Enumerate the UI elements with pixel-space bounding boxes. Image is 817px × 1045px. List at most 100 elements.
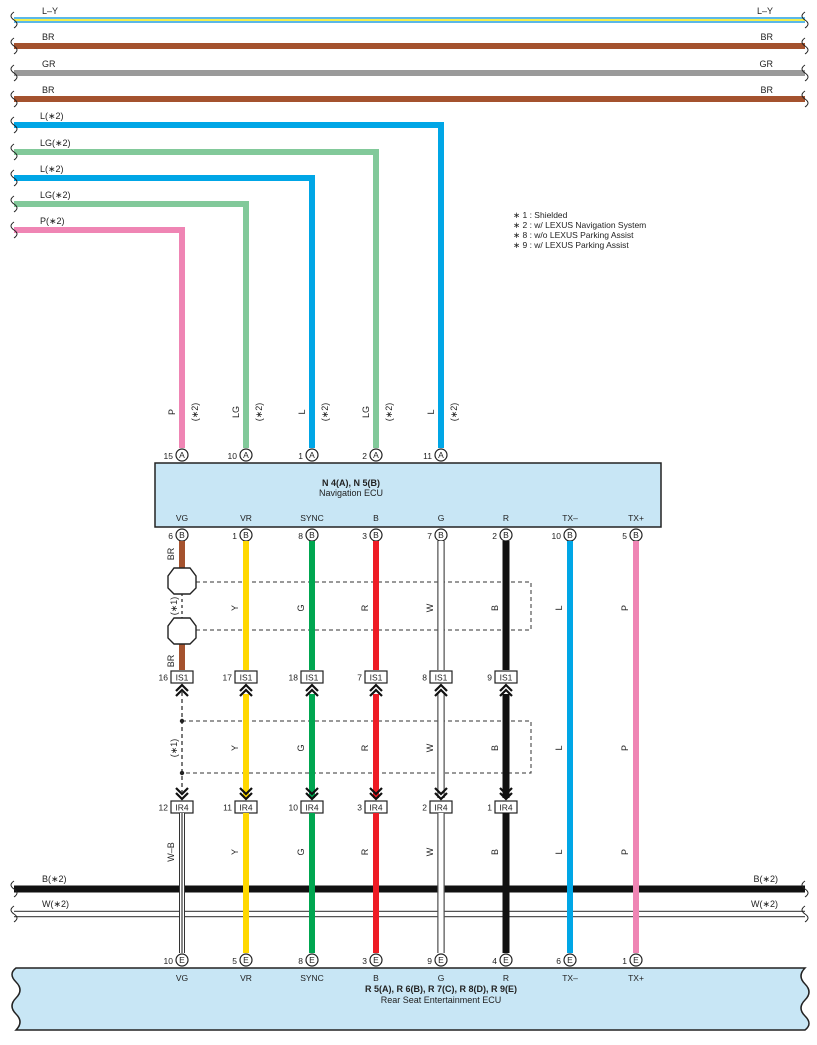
nav-ecu-conn-a-0	[434, 448, 448, 462]
note-0: ∗ 1 : Shielded	[513, 210, 568, 220]
connector-is1-2	[300, 670, 324, 684]
nav-wire-color-4: P	[167, 409, 177, 415]
top-bus-break-left-1	[10, 37, 18, 55]
rear-ecu-func-5: R	[503, 973, 509, 983]
signal-color-top-6: L	[554, 605, 564, 610]
connector-ir4-label-3: IR4	[369, 803, 383, 813]
signal-color-mid-7: P	[620, 745, 630, 751]
top-bus-label-right-1: BR	[760, 32, 773, 42]
rear-ecu-pin-4: 9	[427, 956, 432, 966]
rear-ecu-conn-2-letter: E	[309, 955, 315, 965]
nav-wire-break-2	[10, 169, 18, 187]
bottom-bus-label-right-1: W(∗2)	[751, 899, 778, 909]
rear-ecu-box	[11, 967, 810, 1031]
nav-ecu-conn-a-1	[369, 448, 383, 462]
top-bus-break-left-3	[10, 90, 18, 108]
nav-ecu-conn-a-3-letter: A	[243, 450, 249, 460]
top-bus-label-right-0: L–Y	[757, 6, 773, 16]
connector-ir4-label-5: IR4	[499, 803, 513, 813]
nav-ecu-pin-b-7: 5	[622, 531, 627, 541]
rear-ecu-conn-3-letter: E	[373, 955, 379, 965]
navigation-ecu-name: Navigation ECU	[319, 488, 383, 498]
nav-wire-label-0: L(∗2)	[40, 111, 64, 121]
connector-is1-pin-4: 8	[422, 673, 427, 683]
signal-color-bottom-7: P	[620, 849, 630, 855]
nav-ecu-conn-a-4	[175, 448, 189, 462]
nav-wire-note-0: (∗2)	[449, 403, 459, 422]
nav-wire-note-4: (∗2)	[190, 403, 200, 422]
nav-ecu-pin-b-5: 2	[492, 531, 497, 541]
rear-ecu-conn-5	[499, 953, 513, 967]
bottom-bus-break-right-1	[801, 905, 809, 923]
signal-color-mid-0: BR	[166, 654, 176, 667]
rear-ecu-pin-1: 5	[232, 956, 237, 966]
signal-color-top-7: P	[620, 605, 630, 611]
top-bus-label-right-3: BR	[760, 85, 773, 95]
connector-is1-1	[234, 670, 258, 684]
signal-color-bottom-6: L	[554, 849, 564, 854]
nav-ecu-conn-b-2-letter: B	[309, 530, 315, 540]
shield-note-lower: (∗1)	[169, 739, 179, 758]
connector-ir4-arrow-5	[499, 787, 513, 801]
shield-ground-octagon-lower	[167, 617, 197, 645]
nav-ecu-conn-b-6-letter: B	[567, 530, 573, 540]
nav-wire-break-4	[10, 221, 18, 239]
signal-color-bottom-2: G	[296, 848, 306, 855]
bottom-bus-break-right-0	[801, 880, 809, 898]
shield-upper	[182, 581, 532, 631]
signal-color-mid-5: B	[490, 745, 500, 751]
top-bus-label-left-1: BR	[42, 32, 55, 42]
nav-ecu-conn-a-2-letter: A	[309, 450, 315, 460]
nav-ecu-conn-a-3	[239, 448, 253, 462]
connector-is1-label-3: IS1	[370, 673, 383, 683]
connector-is1-arrow-4	[434, 683, 448, 697]
nav-ecu-func-b-6: TX–	[562, 513, 578, 523]
connector-is1-pin-1: 17	[223, 673, 233, 683]
nav-ecu-func-b-0: VG	[176, 513, 188, 523]
rear-ecu-func-1: VR	[240, 973, 252, 983]
nav-ecu-conn-b-7-letter: B	[633, 530, 639, 540]
rear-ecu-conn-7-letter: E	[633, 955, 639, 965]
connector-ir4-arrow-2	[305, 787, 319, 801]
connector-ir4-pin-0: 12	[159, 803, 169, 813]
signal-color-bottom-1: Y	[230, 849, 240, 855]
connector-is1-arrow-1	[239, 683, 253, 697]
connector-is1-label-4: IS1	[435, 673, 448, 683]
nav-ecu-conn-b-0-letter: B	[179, 530, 185, 540]
top-bus-label-left-0: L–Y	[42, 6, 58, 16]
bottom-bus-break-left-0	[10, 880, 18, 898]
rear-ecu-func-2: SYNC	[300, 973, 324, 983]
nav-ecu-conn-a-2	[305, 448, 319, 462]
nav-ecu-pin-a-0: 11	[423, 451, 432, 461]
signal-color-top-1: Y	[230, 605, 240, 611]
signal-color-top-3: R	[360, 604, 370, 611]
signal-color-top-5: B	[490, 605, 500, 611]
top-bus-break-left-0	[10, 11, 18, 29]
connector-is1-pin-5: 9	[487, 673, 492, 683]
rear-ecu-func-6: TX–	[562, 973, 578, 983]
nav-wire-break-0	[10, 116, 18, 134]
signal-color-mid-2: G	[296, 744, 306, 751]
nav-ecu-pin-b-6: 10	[552, 531, 562, 541]
rear-ecu-func-7: TX+	[628, 973, 644, 983]
connector-ir4-label-4: IR4	[434, 803, 448, 813]
nav-wire-label-4: P(∗2)	[40, 216, 65, 226]
bottom-bus-break-left-1	[10, 905, 18, 923]
nav-ecu-pin-b-2: 8	[298, 531, 303, 541]
top-bus-break-left-2	[10, 64, 18, 82]
nav-ecu-func-b-4: G	[438, 513, 445, 523]
rear-ecu-pin-0: 10	[164, 956, 174, 966]
connector-is1-4	[429, 670, 453, 684]
note-1: ∗ 2 : w/ LEXUS Navigation System	[513, 220, 646, 230]
note-2: ∗ 8 : w/o LEXUS Parking Assist	[513, 230, 634, 240]
rear-ecu-conn-6	[563, 953, 577, 967]
connector-is1-pin-0: 16	[159, 673, 169, 683]
top-bus-break-right-1	[801, 37, 809, 55]
nav-wire-color-2: L	[297, 409, 307, 414]
connector-is1-arrow-0	[175, 683, 189, 697]
connector-ir4-arrow-4	[434, 787, 448, 801]
nav-wire-note-1: (∗2)	[384, 403, 394, 422]
connector-is1-arrow-5	[499, 683, 513, 697]
rear-ecu-name: Rear Seat Entertainment ECU	[381, 995, 502, 1005]
connector-is1-label-2: IS1	[306, 673, 319, 683]
